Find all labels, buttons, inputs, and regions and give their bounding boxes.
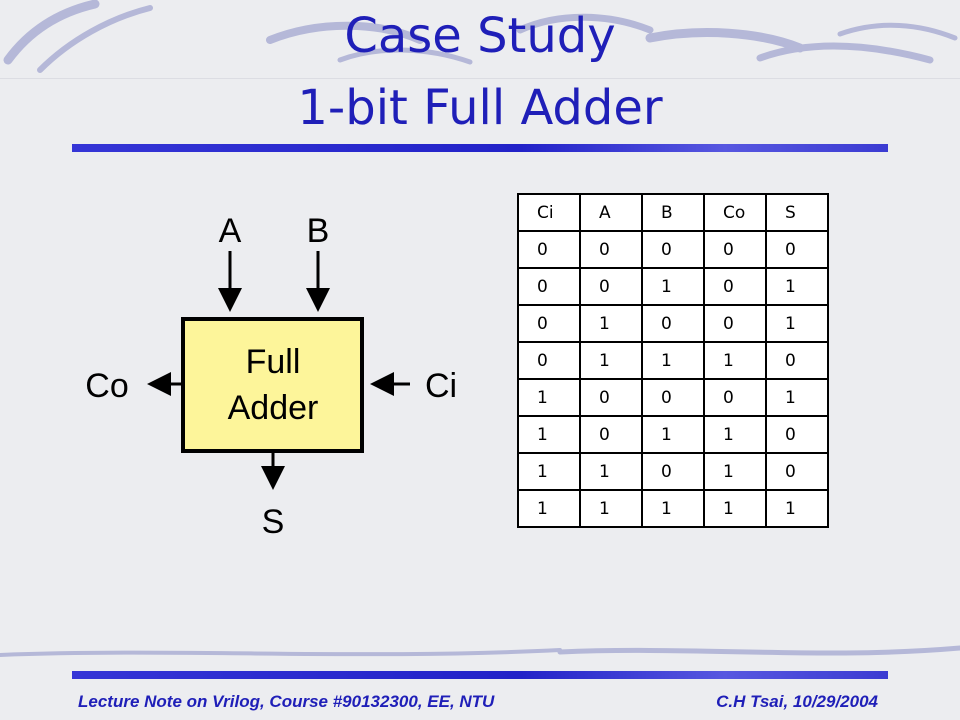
footer-author-date: C.H Tsai, 10/29/2004 xyxy=(716,692,878,711)
table-cell: 0 xyxy=(641,304,705,343)
table-cell: 0 xyxy=(703,304,767,343)
table-cell: 0 xyxy=(517,230,581,269)
table-cell: 1 xyxy=(517,378,581,417)
table-cell: 1 xyxy=(579,304,643,343)
table-cell: 0 xyxy=(765,341,829,380)
table-cell: 0 xyxy=(641,230,705,269)
table-cell: 0 xyxy=(765,452,829,491)
full-adder-block xyxy=(181,317,364,453)
table-row: 1 1 1 1 1 xyxy=(517,489,829,528)
table-cell: 1 xyxy=(579,341,643,380)
table-cell: 1 xyxy=(641,267,705,306)
column-header: B xyxy=(641,193,705,232)
table-cell: 0 xyxy=(517,304,581,343)
table-cell: 1 xyxy=(765,304,829,343)
input-a-label: A xyxy=(219,212,242,250)
column-header: A xyxy=(579,193,643,232)
table-cell: 1 xyxy=(641,341,705,380)
carry-in-label: Ci xyxy=(425,367,457,405)
input-b-label: B xyxy=(307,212,330,250)
column-header: S xyxy=(765,193,829,232)
table-row: 1 0 0 0 1 xyxy=(517,378,829,417)
table-cell: 0 xyxy=(765,230,829,269)
column-header: Co xyxy=(703,193,767,232)
full-adder-diagram: Full Adder A B Co Ci S xyxy=(85,212,457,541)
table-cell: 0 xyxy=(703,230,767,269)
table-cell: 0 xyxy=(703,378,767,417)
table-cell: 1 xyxy=(765,489,829,528)
block-label-line2: Adder xyxy=(228,389,319,427)
table-cell: 1 xyxy=(641,415,705,454)
table-cell: 1 xyxy=(517,489,581,528)
table-row: 0 1 0 0 1 xyxy=(517,304,829,343)
table-cell: 1 xyxy=(703,452,767,491)
slide-subtitle: 1-bit Full Adder xyxy=(297,80,663,136)
sum-out-label: S xyxy=(262,503,285,541)
table-cell: 1 xyxy=(703,489,767,528)
table-cell: 1 xyxy=(765,378,829,417)
table-cell: 1 xyxy=(703,415,767,454)
table-cell: 1 xyxy=(641,489,705,528)
table-row: 0 0 0 0 0 xyxy=(517,230,829,269)
table-cell: 1 xyxy=(579,489,643,528)
table-cell: 0 xyxy=(765,415,829,454)
table-header-row: Ci A B Co S xyxy=(517,193,829,232)
truth-table: Ci A B Co S 0 0 0 0 0 0 0 1 0 1 0 1 0 0 … xyxy=(517,193,829,528)
table-row: 1 0 1 1 0 xyxy=(517,415,829,454)
footer-course-note: Lecture Note on Vrilog, Course #90132300… xyxy=(78,692,495,711)
table-cell: 0 xyxy=(517,267,581,306)
table-cell: 0 xyxy=(579,378,643,417)
table-row: 1 1 0 1 0 xyxy=(517,452,829,491)
table-cell: 0 xyxy=(641,452,705,491)
table-row: 0 0 1 0 1 xyxy=(517,267,829,306)
block-label-line1: Full xyxy=(246,343,301,381)
table-cell: 1 xyxy=(579,452,643,491)
table-cell: 0 xyxy=(579,230,643,269)
footer-divider xyxy=(72,671,888,679)
table-cell: 0 xyxy=(517,341,581,380)
table-cell: 0 xyxy=(641,378,705,417)
table-cell: 1 xyxy=(517,452,581,491)
column-header: Ci xyxy=(517,193,581,232)
title-divider xyxy=(72,144,888,152)
table-cell: 1 xyxy=(703,341,767,380)
carry-out-label: Co xyxy=(85,367,128,405)
table-row: 0 1 1 1 0 xyxy=(517,341,829,380)
table-cell: 0 xyxy=(703,267,767,306)
slide-title: Case Study xyxy=(344,8,616,64)
table-cell: 0 xyxy=(579,415,643,454)
table-cell: 0 xyxy=(579,267,643,306)
table-cell: 1 xyxy=(517,415,581,454)
table-cell: 1 xyxy=(765,267,829,306)
